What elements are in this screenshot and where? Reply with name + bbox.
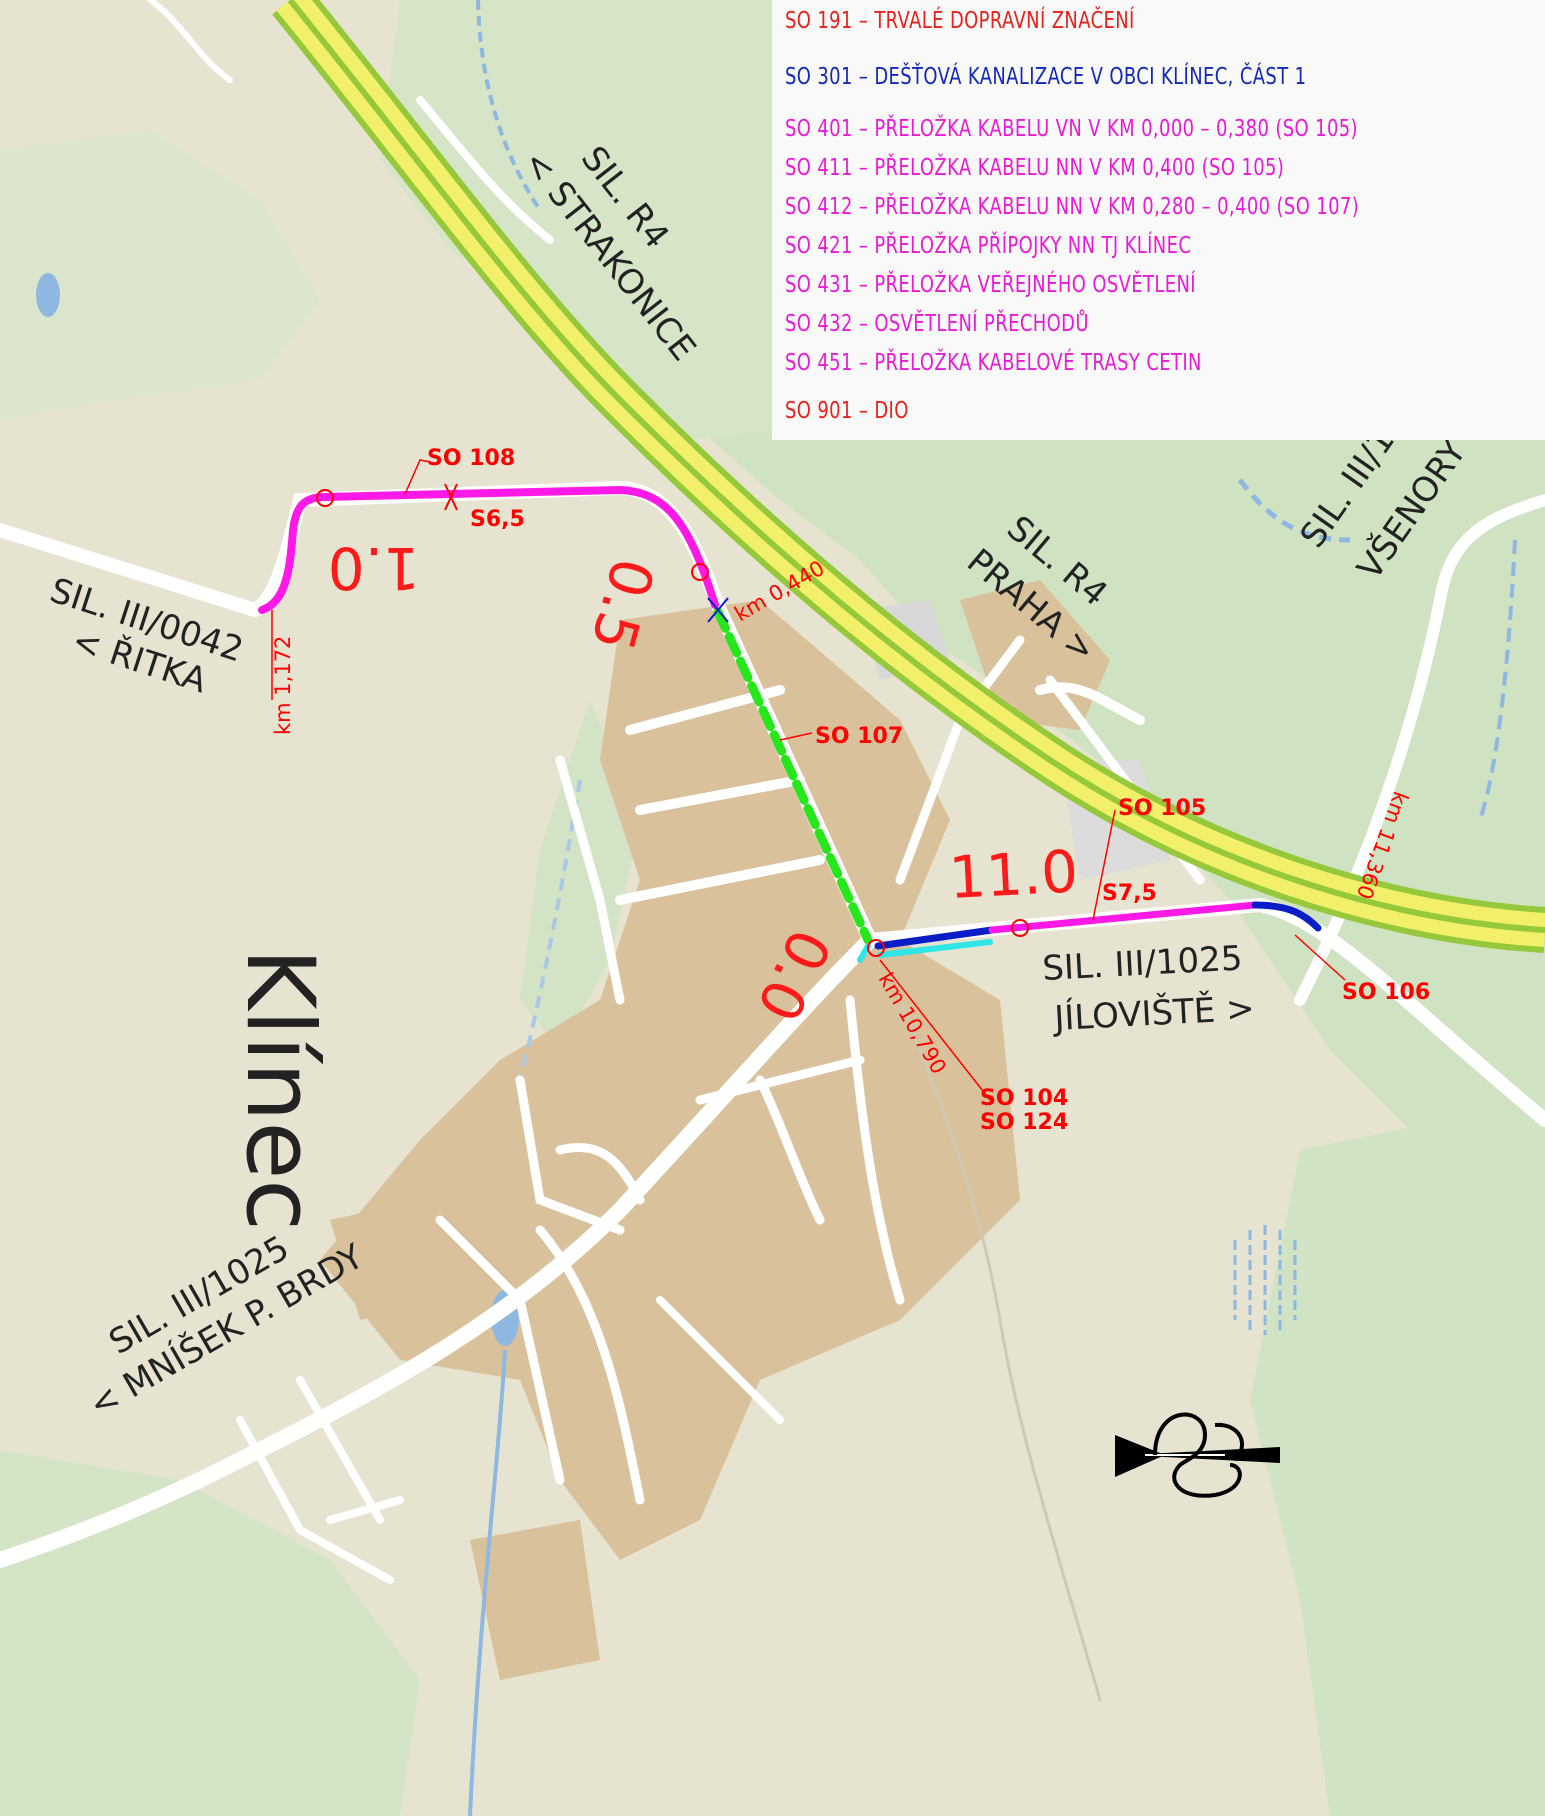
marker-circle	[316, 489, 334, 507]
route-so105	[988, 901, 1259, 934]
legend-item: SO 432 – OSVĚTLENÍ PŘECHODŮ	[785, 311, 1089, 337]
settlement-area	[470, 1520, 600, 1680]
leader-line	[779, 732, 813, 741]
label-so104: SO 104	[980, 1086, 1068, 1111]
road-local	[416, 96, 554, 244]
stream	[476, 0, 542, 212]
legend-item: SO 431 – PŘELOŽKA VEŘEJNÉHO OSVĚTLENÍ	[785, 272, 1196, 298]
legend-item: SO 421 – PŘELOŽKA PŘÍPOJKY NN TJ KLÍNEC	[785, 233, 1192, 259]
route-so104-blue	[874, 926, 996, 950]
label-so107: SO 107	[815, 724, 903, 749]
road-local	[555, 1142, 645, 1205]
pond	[36, 273, 60, 317]
water-features	[36, 0, 1517, 1817]
leader-line	[404, 459, 431, 495]
label-so124: SO 124	[980, 1110, 1068, 1135]
label-s65: S6,5	[470, 507, 525, 532]
place-name: Klínec	[225, 948, 334, 1231]
leader-line	[879, 959, 991, 1101]
label-s75: S7,5	[1102, 881, 1157, 906]
road-local	[296, 1376, 384, 1524]
stream	[468, 1349, 507, 1817]
leader-line	[1294, 934, 1346, 981]
motorway-r4	[272, 0, 1545, 953]
road-local	[695, 1055, 865, 1105]
stream	[518, 779, 582, 1081]
legend-item: SO 412 – PŘELOŽKA KABELU NN V KM 0,280 –…	[785, 194, 1360, 220]
legend-item: SO 901 – DIO	[785, 398, 909, 424]
settlement-area	[330, 1200, 440, 1320]
object-labels: SO 108 S6,5 SO 107 SO 105 S7,5 SO 106 SO…	[427, 446, 1430, 1135]
legend-item: SO 411 – PŘELOŽKA KABELU NN V KM 0,400 (…	[785, 155, 1285, 181]
road-local	[898, 998, 1102, 1702]
cross-marker-blue	[707, 597, 729, 623]
label-so108: SO 108	[427, 446, 515, 471]
forest-area	[380, 0, 780, 440]
km-1172: km 1,172	[271, 636, 295, 735]
road-local	[435, 1215, 565, 1485]
marker-circle	[867, 939, 885, 957]
road-local	[845, 995, 905, 1305]
route-so108	[258, 485, 719, 614]
leader-line	[1092, 809, 1116, 921]
stationing-1-0: 1.0	[328, 534, 420, 602]
stationing-11-0: 11.0	[947, 837, 1080, 912]
marker-circle	[691, 563, 709, 581]
route-so106	[1251, 901, 1322, 932]
road-local	[635, 775, 805, 815]
road-local	[326, 1496, 404, 1524]
wetland	[1233, 1225, 1297, 1335]
cross-marker	[444, 483, 458, 511]
marker-circle	[1011, 919, 1029, 937]
road-local	[236, 1416, 394, 1584]
route-so107	[713, 607, 873, 945]
legend-item: SO 451 – PŘELOŽKA KABELOVÉ TRASY CETIN	[785, 350, 1202, 376]
stream	[1238, 478, 1351, 543]
legend-item: SO 401 – PŘELOŽKA KABELU VN V KM 0,000 –…	[785, 116, 1358, 142]
legend-item: SO 191 – TRVALÉ DOPRAVNÍ ZNAČENÍ	[785, 8, 1135, 34]
road-local	[515, 1075, 625, 1235]
north-arrow-icon	[1115, 1412, 1280, 1498]
road-local	[755, 1075, 825, 1225]
motorway-median	[287, 0, 1545, 933]
legend-panel	[772, 0, 1545, 440]
stream	[1478, 539, 1517, 821]
road-local	[147, 0, 233, 83]
road-local	[615, 855, 825, 905]
road-local	[555, 755, 625, 1005]
forest-area	[0, 130, 320, 420]
label-so106: SO 106	[1342, 980, 1430, 1005]
project-routes	[258, 485, 1322, 963]
label-so105: SO 105	[1118, 796, 1206, 821]
forest-area	[0, 1450, 420, 1816]
route-so104-cyan	[857, 939, 993, 963]
road-local	[656, 1296, 784, 1424]
legend-item: SO 301 – DEŠŤOVÁ KANALIZACE V OBCI KLÍNE…	[785, 64, 1307, 90]
markers	[271, 459, 1346, 1101]
forest-area	[1250, 1100, 1545, 1816]
road-iii1025-east	[863, 897, 1545, 1127]
road-iii1025-south	[0, 932, 878, 1568]
road-local	[535, 1225, 645, 1505]
